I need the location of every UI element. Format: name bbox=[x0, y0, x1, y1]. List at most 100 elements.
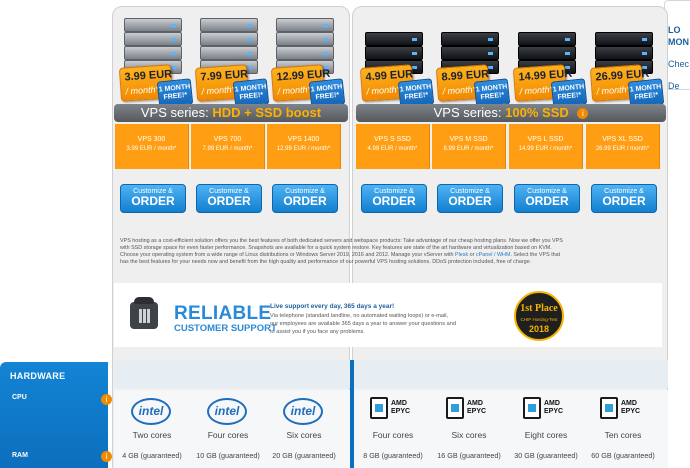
series-bar-ssd: VPS series: 100% SSD i bbox=[356, 104, 666, 122]
server-icon bbox=[276, 18, 334, 32]
intel-logo-icon: intel bbox=[207, 398, 247, 425]
cpu-cores: Four cores bbox=[207, 430, 249, 440]
customize-order-button[interactable]: Customize &ORDER bbox=[120, 184, 186, 213]
product-image: 7.99 EUR/ month*1 MONTH FREE!* bbox=[192, 10, 270, 108]
plan-name: VPS M SSD bbox=[449, 136, 488, 143]
cpu-cores: Six cores bbox=[286, 430, 322, 440]
product-image: 14.99 EUR/ month*1 MONTH FREE!* bbox=[510, 10, 588, 108]
server-icon bbox=[365, 46, 423, 60]
promo-card-edge[interactable]: LO MON Chec De bbox=[664, 0, 690, 90]
plesk-link[interactable]: Plesk bbox=[455, 252, 469, 258]
cpu-cores: Six cores bbox=[451, 430, 487, 440]
customize-order-button[interactable]: Customize &ORDER bbox=[196, 184, 262, 213]
customize-order-button[interactable]: Customize &ORDER bbox=[437, 184, 503, 213]
intel-logo-icon: intel bbox=[283, 398, 323, 425]
plan-price: 26.99 EUR / month* bbox=[595, 146, 650, 152]
button-label: ORDER bbox=[448, 194, 492, 208]
plan-cell: VPS S SSD 4.99 EUR / month* bbox=[356, 124, 430, 169]
button-label: ORDER bbox=[525, 194, 569, 208]
amd-text: AMD bbox=[391, 400, 407, 407]
epyc-text: EPYC bbox=[391, 408, 411, 415]
ram-value: 8 GB (guaranteed) bbox=[363, 451, 423, 460]
support-title: Live support every day, 365 days a year! bbox=[270, 303, 395, 310]
button-label: ORDER bbox=[207, 194, 251, 208]
server-icon bbox=[595, 46, 653, 60]
server-icon bbox=[595, 32, 653, 46]
price-period: / month* bbox=[201, 84, 236, 97]
award-subtitle: CHIP Hosting-Test bbox=[520, 317, 558, 322]
button-label: Customize & bbox=[285, 188, 325, 195]
plan-price: 12.99 EUR / month* bbox=[276, 146, 331, 152]
description-text: Choose your operating system from a wide… bbox=[120, 252, 455, 258]
support-text: our employees are available 365 days a y… bbox=[270, 321, 456, 327]
series-bar-hdd: VPS series: HDD + SSD boost bbox=[114, 104, 348, 122]
hardware-title: HARDWARE bbox=[10, 371, 66, 381]
button-label: Customize & bbox=[450, 188, 490, 195]
server-icon bbox=[518, 32, 576, 46]
intel-logo-icon: intel bbox=[131, 398, 171, 425]
button-label: ORDER bbox=[283, 194, 327, 208]
ram-value: 60 GB (guaranteed) bbox=[591, 451, 655, 460]
plan-cell: VPS 1400 12.99 EUR / month* bbox=[267, 124, 341, 169]
reliable-heading: RELIABLE bbox=[174, 303, 272, 324]
vps-description: VPS hosting as a cost-efficient solution… bbox=[120, 238, 660, 266]
epyc-text: EPYC bbox=[467, 408, 487, 415]
promo-text: De bbox=[668, 81, 680, 90]
customize-order-button[interactable]: Customize &ORDER bbox=[361, 184, 427, 213]
support-text: to assist you if you face any problems. bbox=[270, 329, 365, 335]
award-badge: 1st Place CHIP Hosting-Test 2018 bbox=[514, 291, 564, 341]
amd-text: AMD bbox=[621, 400, 637, 407]
button-label: ORDER bbox=[602, 194, 646, 208]
support-banner: RELIABLE CUSTOMER SUPPORT Live support e… bbox=[114, 283, 662, 347]
plan-price: 7.99 EUR / month* bbox=[202, 146, 253, 152]
description-text: . Select the VPS that bbox=[510, 252, 561, 258]
plan-price: 4.99 EUR / month* bbox=[367, 146, 418, 152]
customize-order-button[interactable]: Customize &ORDER bbox=[591, 184, 657, 213]
customize-order-button[interactable]: Customize &ORDER bbox=[514, 184, 580, 213]
cpu-cores: Four cores bbox=[372, 430, 414, 440]
plan-name: VPS 1400 bbox=[287, 136, 320, 143]
server-icon bbox=[441, 46, 499, 60]
plan-name: VPS S SSD bbox=[374, 136, 411, 143]
hardware-sidebar bbox=[0, 362, 108, 468]
series-label: VPS series: bbox=[433, 105, 502, 120]
button-label: ORDER bbox=[131, 194, 175, 208]
info-icon[interactable]: i bbox=[101, 451, 112, 462]
plan-price: 3.99 EUR / month* bbox=[126, 146, 177, 152]
info-icon[interactable]: i bbox=[101, 394, 112, 405]
promo-text: Chec bbox=[668, 59, 690, 69]
server-icon bbox=[124, 18, 182, 32]
product-image: 26.99 EUR/ month*1 MONTH FREE!* bbox=[587, 10, 665, 108]
button-label: Customize & bbox=[133, 188, 173, 195]
customize-order-button[interactable]: Customize &ORDER bbox=[272, 184, 338, 213]
plan-cell: VPS M SSD 8.99 EUR / month* bbox=[432, 124, 506, 169]
plan-price: 8.99 EUR / month* bbox=[443, 146, 494, 152]
server-icon bbox=[124, 46, 182, 60]
cpu-grid bbox=[114, 390, 668, 468]
phone-icon bbox=[130, 297, 158, 329]
description-line: with SSD storage space for even faster p… bbox=[120, 245, 552, 251]
ram-label: RAM bbox=[12, 452, 28, 459]
cpanel-link[interactable]: cPanel / WHM bbox=[475, 252, 511, 258]
price-period: / month* bbox=[366, 84, 401, 97]
description-text: or bbox=[468, 252, 476, 258]
series-highlight: 100% SSD bbox=[505, 105, 569, 120]
server-icon bbox=[276, 46, 334, 60]
button-label: Customize & bbox=[374, 188, 414, 195]
server-icon bbox=[518, 46, 576, 60]
price-period: / month* bbox=[596, 84, 631, 97]
product-image: 3.99 EUR/ month*1 MONTH FREE!* bbox=[116, 10, 194, 108]
hardware-band-hdd bbox=[114, 360, 350, 388]
info-icon[interactable]: i bbox=[577, 108, 589, 119]
ram-value: 20 GB (guaranteed) bbox=[272, 451, 336, 460]
cpu-label: CPU bbox=[12, 394, 27, 401]
